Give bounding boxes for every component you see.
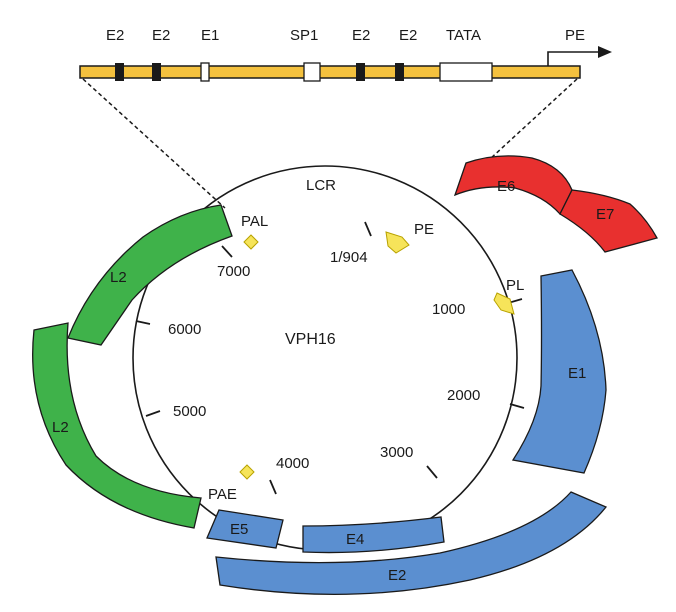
lcr-site-e2-2: [152, 63, 161, 81]
lcr-map: E2 E2 E1 SP1 E2 E2 TATA PE: [79, 27, 612, 209]
promoter-label: PL: [506, 277, 524, 294]
lcr-site-label: E1: [201, 27, 219, 44]
lcr-site-label: SP1: [290, 27, 318, 44]
gene-l2-upper: [67, 204, 233, 346]
gene-label: E5: [230, 521, 248, 538]
lcr-site-label: E2: [399, 27, 417, 44]
gene-e5: [206, 509, 284, 549]
lcr-site-tata: [439, 62, 493, 82]
gene-label: E7: [596, 206, 614, 223]
position-label: 3000: [380, 444, 413, 461]
gene-label: L2: [52, 419, 69, 436]
lcr-site-sp1: [303, 62, 321, 82]
position-label: 6000: [168, 321, 201, 338]
position-tick: [509, 403, 525, 409]
gene-e7: [559, 189, 658, 253]
early-promoter-arrow: [385, 231, 410, 254]
gene-l2-lower: [32, 322, 202, 529]
position-label: 5000: [173, 403, 206, 420]
lcr-label: LCR: [306, 177, 336, 194]
lcr-site-e2-4: [395, 63, 404, 81]
lcr-promoter-arrowhead: [598, 46, 612, 58]
gene-label: E4: [346, 531, 364, 548]
lcr-promoter-arrow: [547, 51, 598, 66]
gene-label: L2: [110, 269, 127, 286]
genome-name: VPH16: [285, 331, 336, 348]
lcr-site-e1: [200, 62, 210, 82]
promoter-label: PE: [414, 221, 434, 238]
position-label: 4000: [276, 455, 309, 472]
gene-label: E1: [568, 365, 586, 382]
position-tick: [145, 410, 161, 417]
late-promoter-arrow: [493, 292, 515, 315]
lcr-expansion-line-right: [477, 78, 578, 171]
lcr-site-label: E2: [352, 27, 370, 44]
pal-site-marker: [243, 234, 259, 250]
gene-label: E2: [388, 567, 406, 584]
position-tick: [269, 479, 277, 495]
position-tick: [364, 221, 372, 237]
position-label: 2000: [447, 387, 480, 404]
lcr-site-e2-1: [115, 63, 124, 81]
lcr-expansion-line-left: [82, 78, 226, 209]
polyadenylation-label: PAL: [241, 213, 268, 230]
gene-e4: [302, 516, 445, 554]
gene-arcs: E6 E7 E1 E2 E4 E5 L2 L2: [32, 155, 658, 596]
position-tick: [135, 320, 151, 325]
gene-e2: [215, 491, 608, 596]
lcr-site-e2-3: [356, 63, 365, 81]
position-tick: [221, 245, 233, 258]
lcr-site-label: E2: [152, 27, 170, 44]
position-label: 1/904: [330, 249, 368, 266]
position-label: 7000: [217, 263, 250, 280]
pae-site-marker: [239, 464, 255, 480]
position-label: 1000: [432, 301, 465, 318]
lcr-promoter-label: PE: [565, 27, 585, 44]
gene-e1: [511, 269, 607, 474]
lcr-site-label: TATA: [446, 27, 481, 44]
position-tick: [426, 465, 438, 479]
polyadenylation-label: PAE: [208, 486, 237, 503]
lcr-site-label: E2: [106, 27, 124, 44]
gene-label: E6: [497, 178, 515, 195]
